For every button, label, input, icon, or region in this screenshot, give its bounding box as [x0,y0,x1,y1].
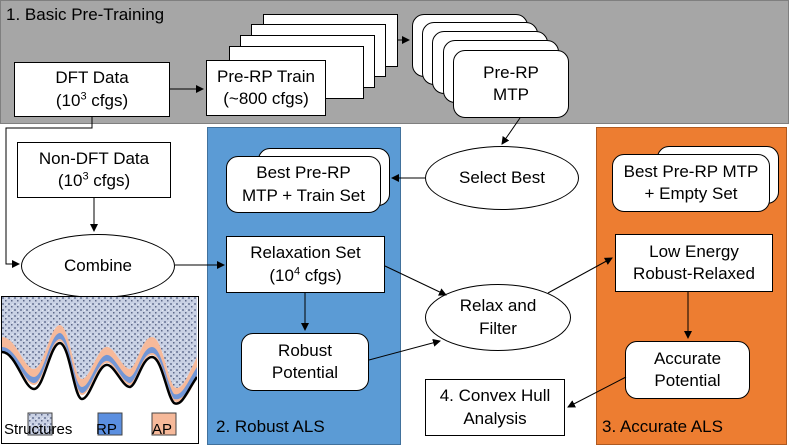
select-best-node: Select Best [425,146,579,210]
prerp-train-node: Pre-RP Train(~800 cfgs) [206,60,326,116]
pretraining-region-label: 1. Basic Pre-Training [6,5,165,24]
energy-landscape-graphic [1,297,199,436]
combine-node: Combine [21,234,175,298]
non-dft-data-node: Non-DFT Data(103 cfgs) [17,142,171,198]
accurate-als-region-label: 3. Accurate ALS [602,417,723,436]
best-prerp-empty-node: Best Pre-RP MTP+ Empty Set [612,154,770,212]
relaxation-set-node: Relaxation Set(104 cfgs) [226,236,385,293]
legend-ap-label: AP [152,421,173,438]
energy-landscape-inset: Structures RP AP [1,296,199,444]
legend-rp-label: RP [96,421,117,438]
legend-structures-label: Structures [4,421,73,438]
dft-data-node: DFT Data(103 cfgs) [14,62,170,117]
robust-als-region-label: 2. Robust ALS [216,417,325,436]
